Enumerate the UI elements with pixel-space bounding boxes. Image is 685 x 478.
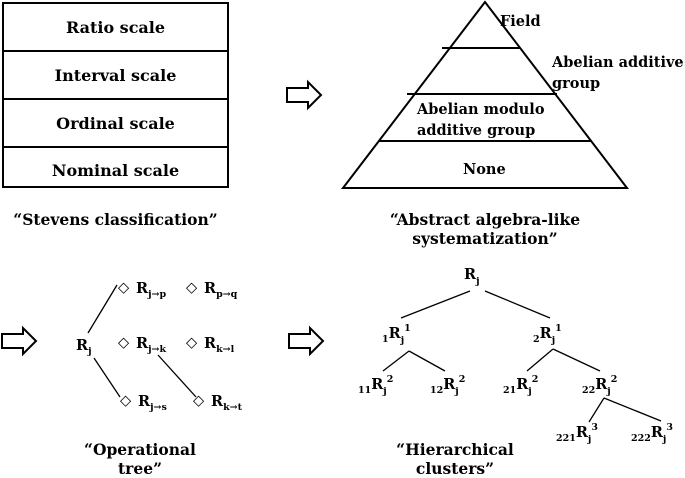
block-arrow-icon — [286, 79, 323, 111]
diamond-icon: ◇ — [193, 392, 205, 409]
scale-row-nominal: Nominal scale — [4, 148, 227, 192]
caption-operational-tree: “Operational tree” — [84, 440, 196, 478]
diamond-icon: ◇ — [118, 279, 130, 296]
hier-node-22: 22Rj2 — [582, 374, 617, 397]
level-abelian-additive-line2: group — [552, 75, 600, 92]
level-abelian-modulo-line2: additive group — [417, 122, 535, 139]
hier-node-21: 21Rj2 — [503, 374, 538, 397]
hier-node-1: 1Rj1 — [382, 323, 411, 346]
scale-label-ratio: Ratio scale — [65, 17, 166, 37]
optree-node-k-t: Rk→t — [211, 393, 243, 413]
diagram-line-art: Field Abelian additive group Abelian mod… — [1, 0, 684, 445]
hier-node-221: 221Rj3 — [556, 422, 598, 445]
block-arrow-icon — [1, 325, 38, 357]
optree-node-j-p: Rj→p — [136, 280, 166, 300]
hier-root: Rj — [464, 266, 480, 287]
caption-algebra: “Abstract algebra-like systematization” — [389, 210, 581, 248]
scale-label-interval: Interval scale — [54, 65, 177, 85]
operational-tree-edges — [87, 284, 197, 398]
optree-node-k-l: Rk→l — [204, 335, 235, 355]
optree-node-p-q: Rp→q — [204, 280, 238, 300]
level-field: Field — [500, 13, 541, 30]
hier-node-222: 222Rj3 — [631, 422, 673, 445]
diamond-icon: ◇ — [186, 279, 198, 296]
level-abelian-modulo-line1: Abelian modulo — [416, 101, 545, 118]
block-arrow-icon — [288, 325, 325, 357]
hier-node-2: 2Rj1 — [533, 323, 562, 346]
hier-node-11: 11Rj2 — [358, 374, 393, 397]
scale-row-interval: Interval scale — [4, 52, 227, 100]
stevens-scale-table: Ratio scale Interval scale Ordinal scale… — [2, 2, 229, 188]
scale-row-ordinal: Ordinal scale — [4, 100, 227, 148]
diamond-icon: ◇ — [118, 334, 130, 351]
scale-label-ordinal: Ordinal scale — [56, 113, 175, 133]
hier-node-12: 12Rj2 — [430, 374, 465, 397]
diamond-icon: ◇ — [186, 334, 198, 351]
caption-hierarchical-clusters: “Hierarchical clusters” — [396, 440, 514, 478]
scale-label-nominal: Nominal scale — [51, 160, 180, 180]
scale-row-ratio: Ratio scale — [4, 4, 227, 52]
algebra-pyramid — [340, 0, 630, 189]
hierarchical-tree-edges — [382, 290, 662, 423]
level-none: None — [463, 161, 506, 178]
optree-node-j-s: Rj→s — [138, 393, 167, 413]
optree-root: Rj — [76, 337, 92, 357]
caption-stevens: “Stevens classification” — [13, 210, 218, 229]
level-abelian-additive-line1: Abelian additive — [551, 54, 684, 71]
optree-node-j-k: Rj→k — [136, 335, 166, 355]
diamond-icon: ◇ — [120, 392, 132, 409]
